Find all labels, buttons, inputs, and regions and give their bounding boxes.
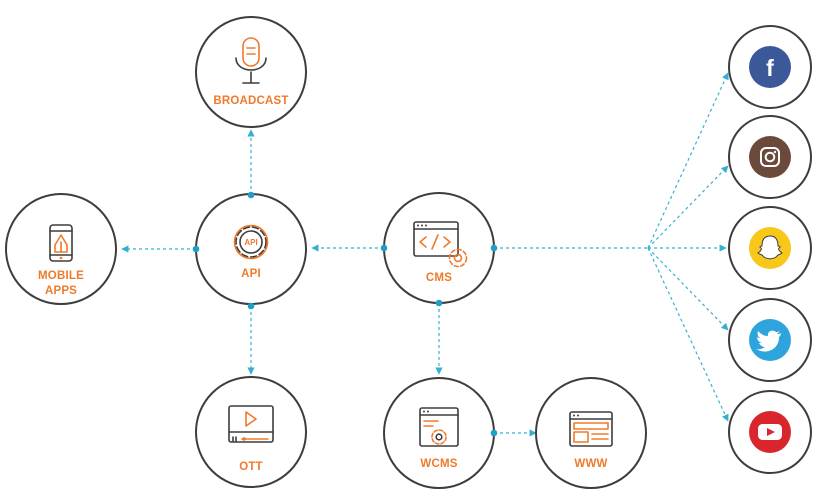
gear-icon (448, 248, 468, 268)
code-window-icon (413, 221, 459, 257)
cms-label: CMS (426, 272, 452, 284)
api-gear-icon: API (233, 224, 269, 260)
node-youtube (728, 390, 812, 474)
mobile-apps-label-line1: MOBILE (38, 270, 84, 282)
website-layout-icon (569, 411, 613, 447)
connector-hub-youtube (647, 247, 729, 422)
wcms-label: WCMS (420, 458, 457, 470)
node-www: WWW (535, 377, 647, 489)
connector-dot (192, 245, 200, 253)
node-mobile-apps: MOBILE APPS (5, 193, 117, 305)
connector-hub-instagram (647, 165, 729, 249)
node-twitter (728, 298, 812, 382)
connector-dot (490, 244, 498, 252)
microphone-icon (235, 37, 267, 84)
video-player-icon (228, 405, 274, 443)
mobile-apps-label-line2: APPS (45, 285, 77, 297)
node-api: API API (195, 193, 307, 305)
ott-label: OTT (239, 461, 263, 473)
node-facebook: f (728, 25, 812, 109)
node-cms: CMS (383, 192, 495, 304)
connector-dot (490, 429, 498, 437)
node-broadcast: BROADCAST (195, 16, 307, 128)
connector-hub-facebook (647, 72, 729, 249)
www-label: WWW (574, 458, 607, 470)
node-ott: OTT (195, 376, 307, 488)
broadcast-label: BROADCAST (213, 95, 288, 107)
connector-dot (247, 191, 255, 199)
connector-hub-twitter (647, 247, 729, 331)
node-wcms: WCMS (383, 377, 495, 489)
connector-dot (380, 244, 388, 252)
browser-gear-icon (419, 407, 459, 447)
facebook-glyph: f (766, 55, 774, 81)
node-snapchat (728, 206, 812, 290)
connector-dot (435, 299, 443, 307)
facebook-icon (749, 46, 791, 88)
mobile-phone-icon (49, 224, 73, 262)
instagram-icon (749, 136, 791, 178)
connector-dots (192, 191, 498, 437)
api-label: API (241, 268, 261, 280)
node-instagram (728, 115, 812, 199)
connector-dot (247, 302, 255, 310)
api-icon-text: API (244, 238, 257, 247)
connectors (121, 72, 729, 437)
